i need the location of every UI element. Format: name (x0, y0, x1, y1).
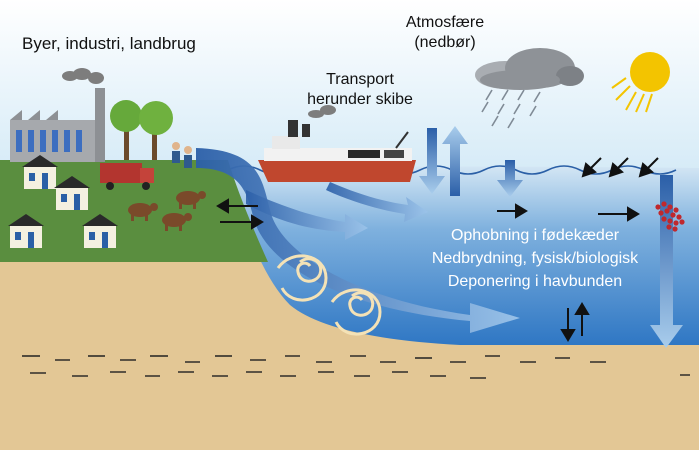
process-list: Ophobning i fødekæder Nedbrydning, fysis… (404, 224, 666, 293)
transport-label: Transport herunder skibe (292, 70, 428, 110)
sun-icon (611, 52, 670, 113)
atmosphere-up-arrow (442, 126, 468, 196)
particles-icon (655, 201, 685, 232)
process-degradation: Nedbrydning, fysisk/biologisk (431, 250, 639, 267)
process-deposition: Deponering i havbunden (447, 273, 623, 290)
transport-label-line2: herunder skibe (307, 91, 413, 108)
transport-label-line1: Transport (326, 71, 394, 88)
ship-discharge-arrow (326, 182, 428, 222)
factory-icon (10, 68, 105, 162)
sources-label: Byer, industri, landbrug (22, 34, 196, 53)
tree-icon (110, 100, 173, 160)
deposition-arrow (650, 175, 683, 348)
sea (228, 166, 699, 345)
house-icon (8, 155, 118, 248)
cow-icon (128, 191, 206, 231)
rain-down-arrow (497, 160, 523, 197)
atmosphere-down-arrow (419, 128, 445, 194)
ship-icon (258, 105, 416, 182)
sediment-dashes (22, 355, 690, 379)
flow-branch-arrow (246, 190, 368, 240)
farmer-icon (172, 142, 192, 168)
black-arrows (216, 157, 659, 342)
cloud-icon (475, 48, 584, 90)
rain-icon (481, 89, 541, 129)
atmosphere-label-line2: (nedbør) (414, 34, 476, 51)
atmosphere-label-line1: Atmosfære (405, 14, 485, 31)
process-food-chain: Ophobning i fødekæder (450, 227, 620, 244)
atmosphere-label: Atmosfære (nedbør) (400, 13, 490, 53)
eddy-icon (276, 254, 382, 336)
sky (0, 0, 699, 170)
truck-icon (100, 163, 154, 190)
